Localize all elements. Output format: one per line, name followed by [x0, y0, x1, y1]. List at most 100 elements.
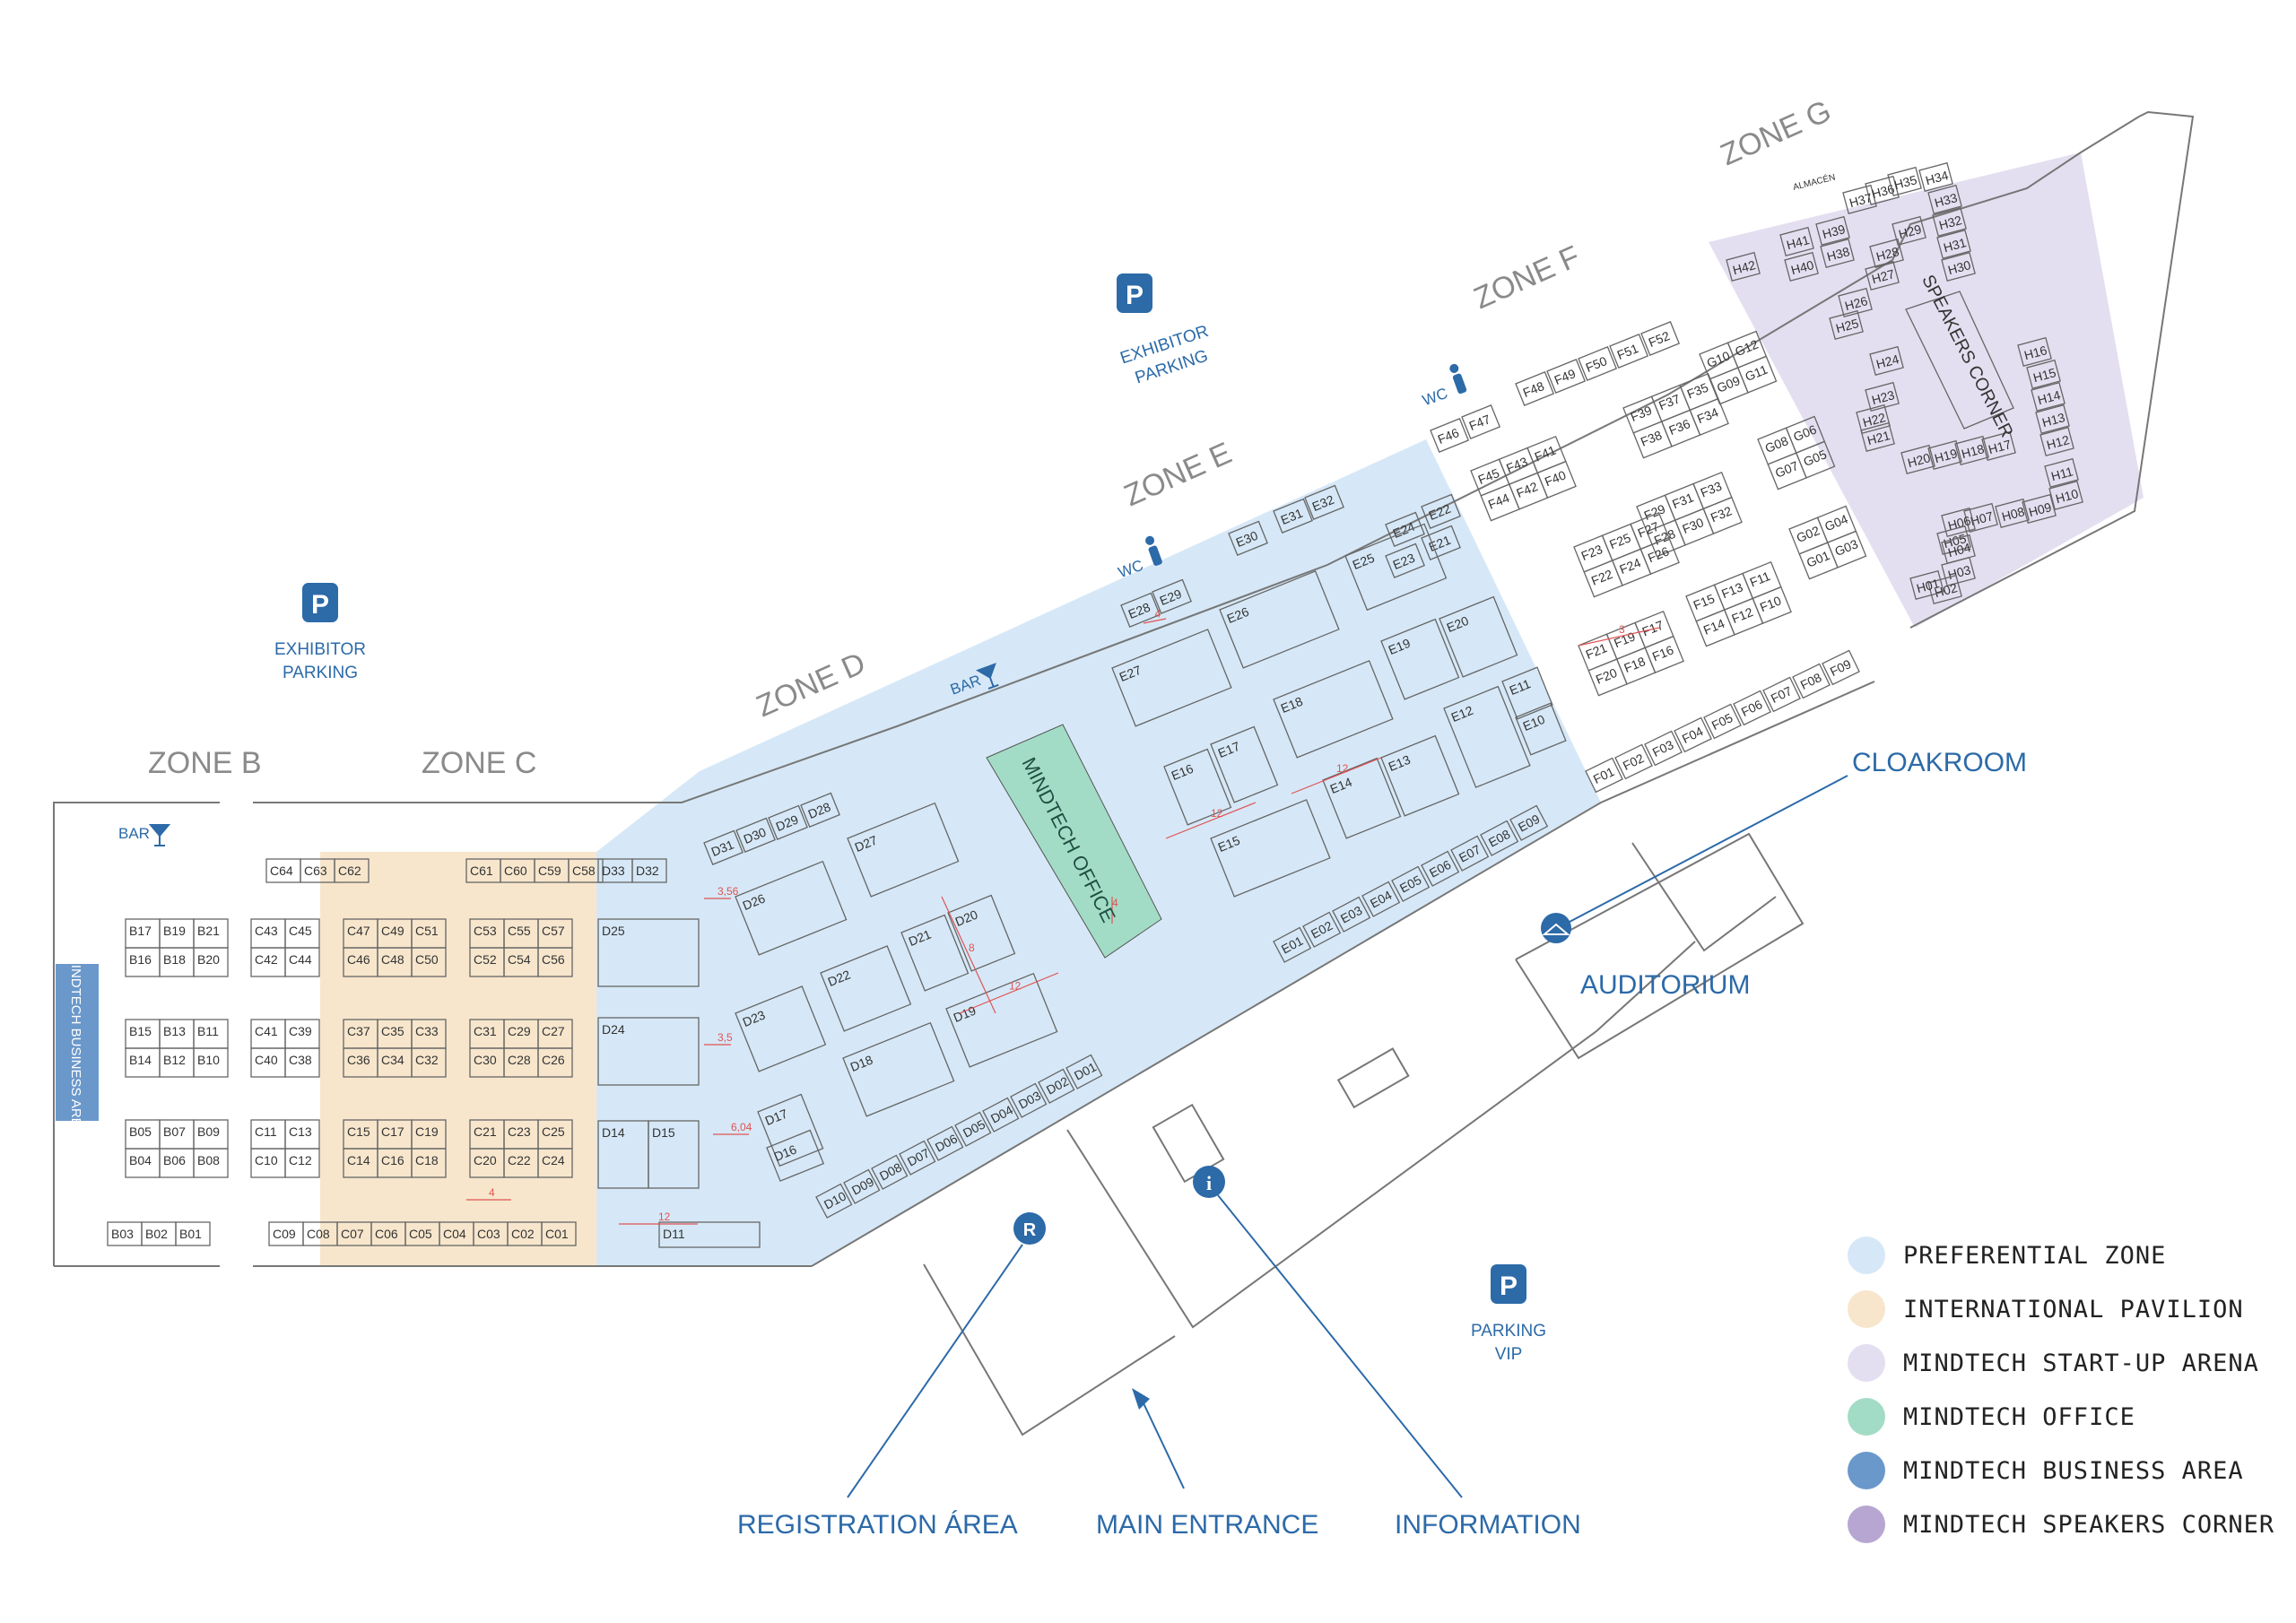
booth-f13[interactable]: F13	[1713, 572, 1754, 611]
booth-f42[interactable]: F42	[1508, 472, 1549, 510]
booth-f05[interactable]: F05	[1703, 703, 1742, 740]
booth-h31[interactable]: H31	[1936, 229, 1971, 259]
booth-d27[interactable]: D27	[847, 802, 960, 898]
booth-b15[interactable]: B15	[125, 1019, 161, 1049]
booth-g03[interactable]: G03	[1826, 530, 1867, 568]
booth-f04[interactable]: F04	[1674, 716, 1712, 753]
booth-f48[interactable]: F48	[1515, 371, 1555, 406]
cloakroom-marker[interactable]: CLOAKROOM	[1541, 748, 2027, 943]
booth-f31[interactable]: F31	[1664, 482, 1705, 521]
booth-h15[interactable]: H15	[2026, 359, 2061, 389]
booth-f03[interactable]: F03	[1644, 730, 1683, 767]
booth-f39[interactable]: F39	[1622, 395, 1663, 434]
booth-b04[interactable]: B04	[125, 1148, 161, 1178]
main-entrance-marker[interactable]: MAIN ENTRANCE	[1096, 1388, 1318, 1540]
booth-f17[interactable]: F17	[1634, 610, 1674, 649]
booth-h42[interactable]: H42	[1726, 251, 1761, 282]
booth-c09[interactable]: C09	[268, 1221, 304, 1246]
booth-h25[interactable]: H25	[1829, 309, 1864, 340]
booth-b08[interactable]: B08	[193, 1148, 229, 1178]
booth-f32[interactable]: F32	[1702, 496, 1743, 535]
booth-c26[interactable]: C26	[537, 1047, 573, 1078]
booth-f19[interactable]: F19	[1605, 621, 1647, 660]
booth-c32[interactable]: C32	[411, 1047, 447, 1078]
booth-g07[interactable]: G07	[1767, 452, 1807, 490]
booth-h33[interactable]: H33	[1927, 184, 1962, 214]
booth-h17[interactable]: H17	[1981, 430, 2016, 461]
booth-b10[interactable]: B10	[193, 1047, 229, 1078]
booth-f24[interactable]: F24	[1611, 548, 1652, 586]
booth-h39[interactable]: H39	[1815, 215, 1850, 246]
booth-e15[interactable]: E15	[1210, 799, 1331, 898]
booth-c12[interactable]: C12	[284, 1148, 320, 1178]
booth-h19[interactable]: H19	[1927, 439, 1962, 470]
booth-c43[interactable]: C43	[250, 918, 286, 949]
booth-h13[interactable]: H13	[2035, 404, 2070, 434]
booth-f07[interactable]: F07	[1762, 676, 1801, 713]
booth-h28[interactable]: H28	[1869, 238, 1904, 268]
booth-f30[interactable]: F30	[1674, 508, 1715, 546]
booth-h27[interactable]: H27	[1865, 260, 1900, 291]
booth-f18[interactable]: F18	[1615, 647, 1657, 685]
booth-b18[interactable]: B18	[159, 947, 195, 977]
booth-h30[interactable]: H30	[1941, 251, 1976, 282]
booth-h07[interactable]: H07	[1963, 502, 1998, 533]
booth-f15[interactable]: F15	[1685, 584, 1726, 622]
booth-c18[interactable]: C18	[411, 1148, 447, 1178]
booth-h37[interactable]: H37	[1842, 184, 1877, 214]
booth-b21[interactable]: B21	[193, 918, 229, 949]
booth-f51[interactable]: F51	[1609, 334, 1649, 369]
booth-h03[interactable]: H03	[1941, 556, 1976, 586]
booth-c58[interactable]: C58	[568, 858, 604, 883]
booth-c45[interactable]: C45	[284, 918, 320, 949]
booth-h34[interactable]: H34	[1918, 161, 1953, 192]
booth-b17[interactable]: B17	[125, 918, 161, 949]
booth-c40[interactable]: C40	[250, 1047, 286, 1078]
booth-b13[interactable]: B13	[159, 1019, 195, 1049]
booth-c24[interactable]: C24	[537, 1148, 573, 1178]
booth-g08[interactable]: G08	[1757, 427, 1797, 465]
booth-h05[interactable]: H05	[1936, 525, 1971, 555]
booth-c62[interactable]: C62	[334, 858, 370, 883]
booth-c42[interactable]: C42	[250, 947, 286, 977]
booth-f11[interactable]: F11	[1742, 560, 1782, 600]
booth-h29[interactable]: H29	[1892, 215, 1926, 246]
booth-f49[interactable]: F49	[1546, 359, 1587, 394]
booth-b06[interactable]: B06	[159, 1148, 195, 1178]
booth-h12[interactable]: H12	[2039, 426, 2074, 456]
booth-b02[interactable]: B02	[141, 1221, 177, 1246]
booth-h01[interactable]: H01	[1909, 569, 1944, 600]
booth-f37[interactable]: F37	[1650, 384, 1692, 422]
booth-f41[interactable]: F41	[1526, 435, 1567, 474]
booth-c11[interactable]: C11	[250, 1119, 286, 1150]
booth-f36[interactable]: F36	[1660, 409, 1701, 447]
booth-h38[interactable]: H38	[1820, 238, 1855, 268]
booth-c64[interactable]: C64	[265, 858, 301, 883]
booth-f20[interactable]: F20	[1587, 658, 1628, 697]
booth-b11[interactable]: B11	[193, 1019, 229, 1049]
booth-g04[interactable]: G04	[1816, 505, 1857, 543]
booth-f08[interactable]: F08	[1792, 663, 1831, 699]
booth-h40[interactable]: H40	[1784, 251, 1819, 282]
booth-c10[interactable]: C10	[250, 1148, 286, 1178]
booth-d32[interactable]: D32	[631, 858, 667, 883]
registration-marker[interactable]: R REGISTRATION ÁREA	[737, 1212, 1046, 1540]
booth-h24[interactable]: H24	[1869, 345, 1904, 376]
booth-c44[interactable]: C44	[284, 947, 320, 977]
booth-b20[interactable]: B20	[193, 947, 229, 977]
booth-f46[interactable]: F46	[1430, 418, 1470, 453]
information-marker[interactable]: i INFORMATION	[1193, 1166, 1581, 1540]
booth-f44[interactable]: F44	[1480, 483, 1520, 522]
booth-c01[interactable]: C01	[541, 1221, 577, 1246]
booth-f52[interactable]: F52	[1640, 321, 1681, 356]
booth-b14[interactable]: B14	[125, 1047, 161, 1078]
booth-b05[interactable]: B05	[125, 1119, 161, 1150]
booth-c13[interactable]: C13	[284, 1119, 320, 1150]
booth-h10[interactable]: H10	[2048, 480, 2083, 510]
booth-f06[interactable]: F06	[1733, 690, 1771, 726]
booth-f25[interactable]: F25	[1601, 523, 1642, 561]
booth-b16[interactable]: B16	[125, 947, 161, 977]
booth-f35[interactable]: F35	[1679, 372, 1719, 412]
booth-b12[interactable]: B12	[159, 1047, 195, 1078]
booth-f22[interactable]: F22	[1583, 560, 1623, 598]
